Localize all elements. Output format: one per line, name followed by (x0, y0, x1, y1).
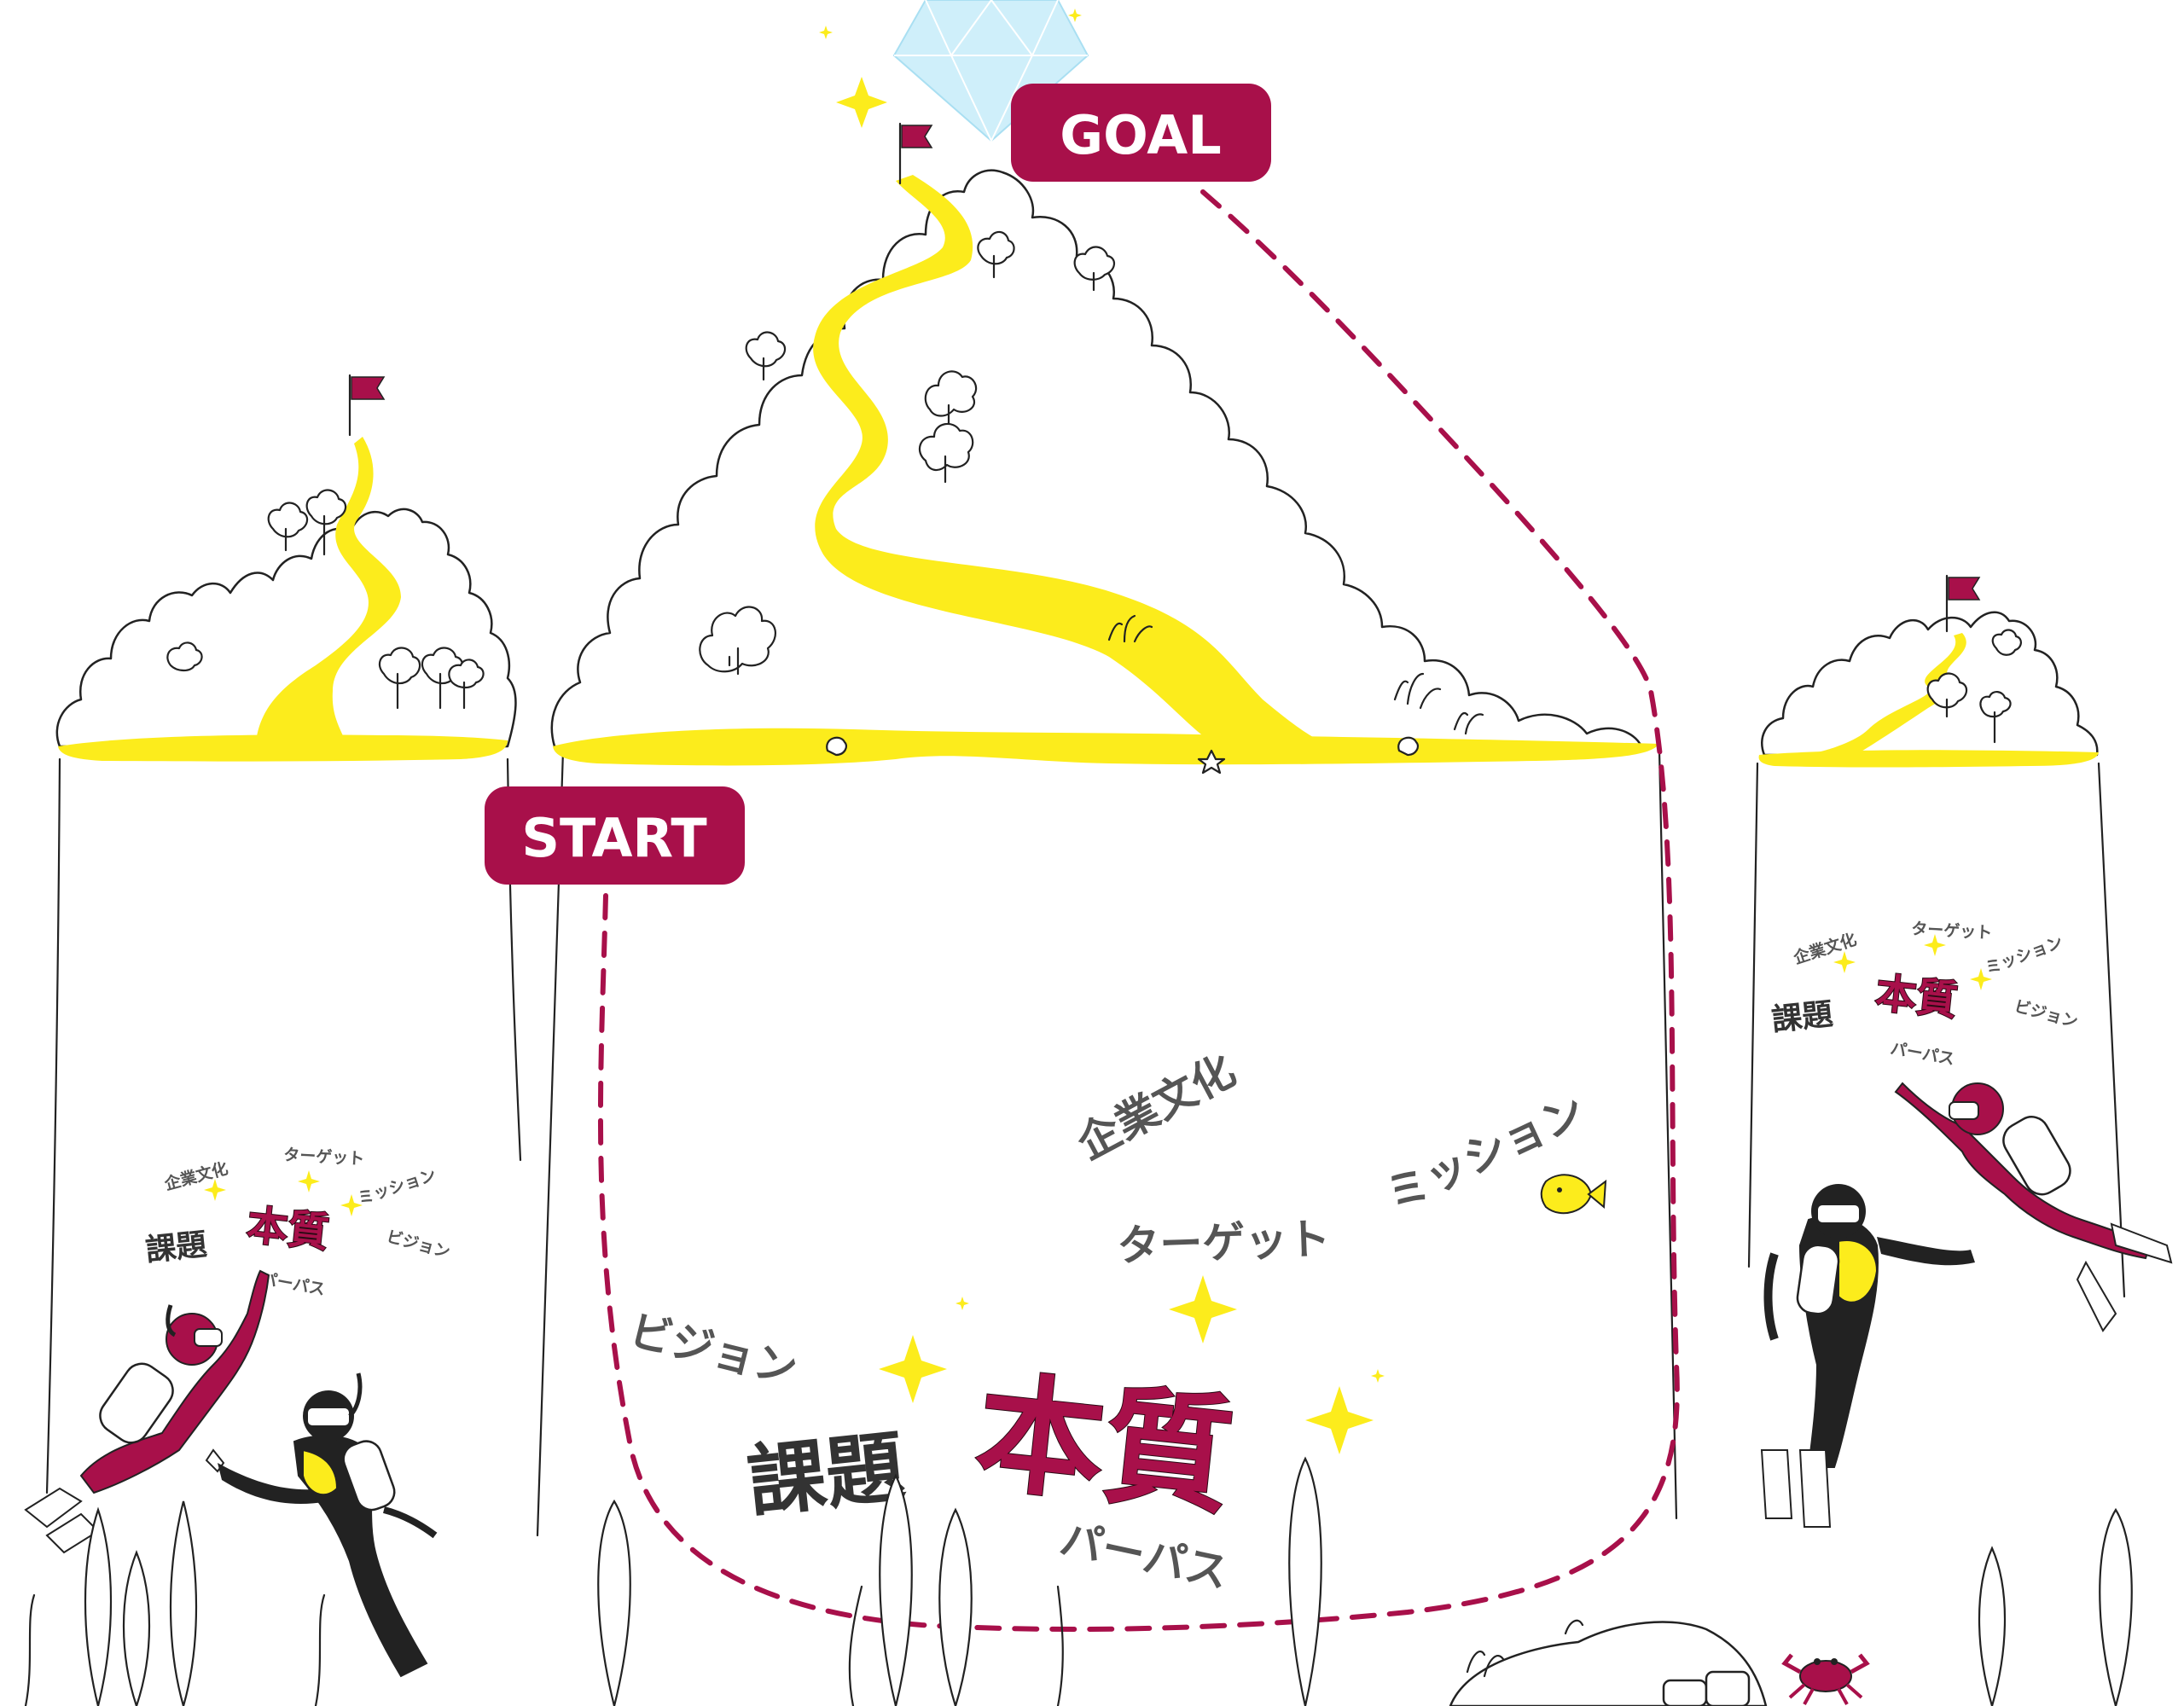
word-target: ターゲット (1116, 1214, 1331, 1271)
word-target: ターゲット (283, 1146, 365, 1169)
goal-label: GOAL (1011, 84, 1271, 182)
word-essence: 本質 (969, 1359, 1240, 1533)
word-target: ターゲット (1911, 920, 1993, 943)
word-purpose: パーパス (259, 1269, 326, 1299)
fish-icon (1540, 1174, 1607, 1215)
diver-red (24, 1269, 270, 1554)
sparkle-icon (836, 77, 887, 128)
left-iceberg (45, 374, 522, 1494)
main-iceberg (536, 122, 1678, 1537)
sparkle-icon (204, 1179, 226, 1201)
svg-text:START: START (521, 807, 706, 869)
right-keywords: 企業文化 ターゲット ミッション 課題 本質 ビジョン パーパス (1770, 920, 2080, 1069)
sparkle-icon (340, 1194, 363, 1216)
sparkle-icon (1169, 1275, 1237, 1343)
route-dashed-line (597, 189, 1680, 1632)
diver-pair-left (24, 1269, 438, 1678)
svg-text:GOAL: GOAL (1060, 104, 1221, 166)
diver-black (1760, 1184, 1975, 1528)
word-vision: ビジョン (624, 1305, 802, 1395)
word-essence: 本質 (1873, 969, 1960, 1025)
diver-black (218, 1372, 438, 1678)
sparkle-icon (1970, 968, 1992, 990)
right-iceberg (1747, 574, 2126, 1298)
word-vision: ビジョン (2013, 997, 2080, 1032)
sparkle-icon (956, 1297, 969, 1310)
crab-icon (1781, 1653, 1870, 1705)
word-purpose: パーパス (1889, 1039, 1955, 1069)
sparkle-icon (1305, 1386, 1374, 1454)
word-issue: 課題 (144, 1227, 209, 1268)
word-mission: ミッション (1983, 933, 2065, 978)
word-culture: 企業文化 (1069, 1045, 1243, 1169)
main-keywords: 企業文化 ミッション ターゲット ビジョン 課題 本質 パーパス (624, 1045, 1593, 1598)
sparkle-icon (1371, 1369, 1385, 1383)
word-mission: ミッション (356, 1165, 439, 1208)
word-vision: ビジョン (385, 1227, 452, 1262)
sparkle-icon (819, 26, 833, 39)
word-essence: 本質 (245, 1201, 331, 1257)
sparkle-icon (1924, 934, 1946, 956)
seabed-rocks (1449, 1619, 1768, 1706)
main-sparkles (879, 1275, 1385, 1454)
sparkle-icon (298, 1170, 320, 1192)
diver-red (1894, 1082, 2173, 1332)
start-label: START (485, 786, 745, 885)
word-issue: 課題 (1770, 997, 1835, 1038)
word-issue: 課題 (743, 1421, 909, 1529)
diver-pair-right (1760, 1082, 2173, 1528)
sparkle-icon (1833, 951, 1856, 973)
left-keywords: 企業文化 ターゲット ミッション 課題 本質 ビジョン パーパス (144, 1146, 452, 1299)
sparkle-icon (879, 1335, 947, 1403)
sparkle-icon (1068, 9, 1082, 22)
seaweed (24, 1456, 2133, 1706)
